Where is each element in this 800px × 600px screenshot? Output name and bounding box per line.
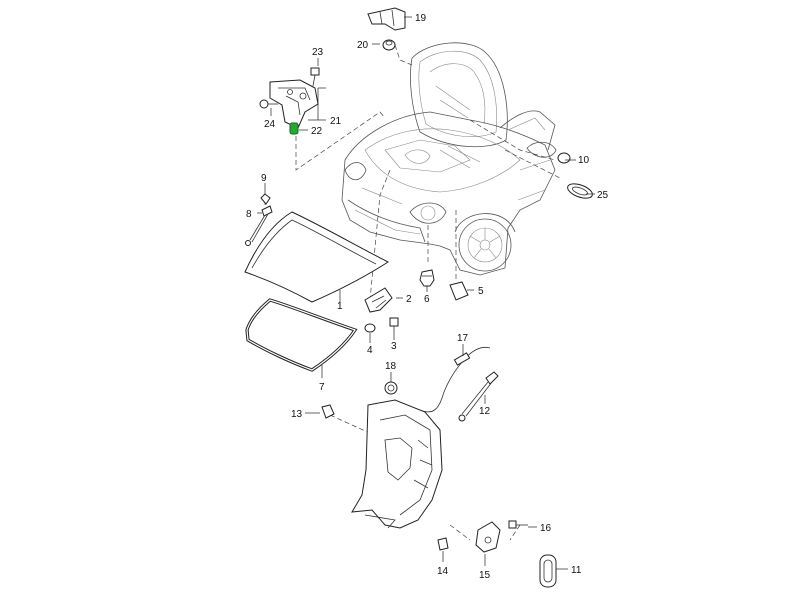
label-part-11: 11 [571, 565, 582, 576]
part-number-labels: 19 20 23 21 22 24 10 25 9 8 1 2 4 3 6 5 … [246, 13, 609, 581]
label-part-3: 3 [391, 341, 397, 352]
label-part-23: 23 [312, 47, 324, 58]
nut-part-4 [364, 323, 376, 333]
label-part-12: 12 [479, 406, 491, 417]
label-part-8: 8 [246, 209, 252, 220]
grommet-part-10 [557, 152, 571, 164]
vehicle-illustration [341, 42, 557, 276]
label-part-22: 22 [311, 126, 323, 137]
highlighted-part-22 [289, 122, 299, 135]
release-cable-part-17 [419, 346, 491, 413]
hinge-part [367, 7, 406, 31]
label-part-20: 20 [357, 40, 369, 51]
label-part-16: 16 [540, 523, 552, 534]
hood-lock-assembly [269, 79, 319, 129]
label-part-14: 14 [437, 566, 449, 577]
label-part-18: 18 [385, 361, 397, 372]
hood-panel [244, 211, 389, 303]
label-part-4: 4 [367, 345, 373, 356]
buffer-part-6 [419, 269, 435, 287]
grommet-part-18 [384, 381, 398, 395]
strut-part-8-9 [245, 193, 273, 246]
label-part-13: 13 [291, 409, 303, 420]
label-part-24: 24 [264, 119, 276, 130]
label-part-15: 15 [479, 570, 491, 581]
label-part-25: 25 [597, 190, 609, 201]
bolt-part-23 [310, 67, 320, 87]
inner-body-panel [351, 399, 443, 529]
hood-seal [245, 298, 358, 372]
label-part-19: 19 [415, 13, 427, 24]
screw-part-24 [259, 99, 278, 109]
label-part-21: 21 [330, 116, 342, 127]
trim-part-25 [567, 183, 593, 199]
label-part-5: 5 [478, 286, 484, 297]
label-part-2: 2 [406, 294, 412, 305]
leader-lines [257, 16, 595, 570]
label-part-17: 17 [457, 333, 469, 344]
gas-strut-part-12 [458, 371, 499, 422]
label-part-7: 7 [319, 382, 325, 393]
clip-part-13 [321, 404, 335, 419]
label-part-6: 6 [424, 294, 430, 305]
label-part-10: 10 [578, 155, 590, 166]
label-part-1: 1 [337, 301, 343, 312]
nut-part [382, 39, 396, 51]
cap-part-5 [449, 281, 469, 301]
bracket-part-2 [364, 287, 393, 313]
latch-part-15 [475, 521, 501, 553]
bolt-part-16 [508, 520, 528, 529]
label-part-9: 9 [261, 173, 267, 184]
clip-part-14 [437, 537, 449, 551]
pad-part-11 [539, 554, 557, 588]
screw-part-3 [389, 317, 399, 333]
